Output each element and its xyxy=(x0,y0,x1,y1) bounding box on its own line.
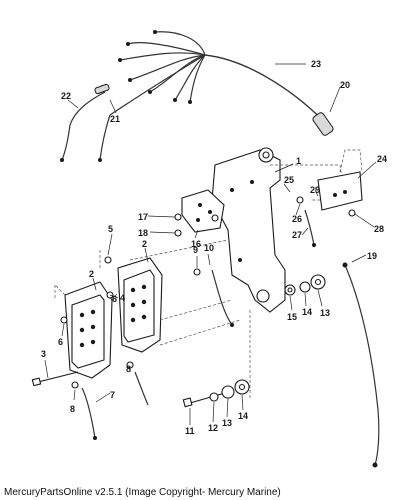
callout-9: 9 xyxy=(193,245,198,255)
callout-14-lower: 14 xyxy=(238,411,248,421)
callout-10: 10 xyxy=(204,243,214,253)
bolt-3 xyxy=(31,371,79,387)
wire-7 xyxy=(81,371,149,440)
mounting-guides xyxy=(54,239,251,400)
callout-8-left: 8 xyxy=(70,404,75,414)
harness-wires xyxy=(99,31,206,161)
power-pack-left xyxy=(54,277,131,379)
callout-13-lower: 13 xyxy=(222,418,232,428)
callout-3: 3 xyxy=(41,349,46,359)
callout-4: 4 xyxy=(120,293,125,303)
wire-27 xyxy=(304,209,316,247)
callout-14-upper: 14 xyxy=(302,307,312,317)
leader-lines xyxy=(44,63,377,425)
callout-13-upper: 13 xyxy=(320,308,330,318)
wire-22 xyxy=(60,83,110,162)
wire-10 xyxy=(211,269,234,327)
callout-15: 15 xyxy=(287,312,297,322)
callout-7: 7 xyxy=(110,390,115,400)
callout-28: 28 xyxy=(374,224,384,234)
wire-19 xyxy=(342,262,380,468)
callout-22: 22 xyxy=(61,91,71,101)
callout-6-upper: 6 xyxy=(112,294,117,304)
callout-5: 5 xyxy=(108,224,113,234)
callout-2-right: 2 xyxy=(142,239,147,249)
callout-23: 23 xyxy=(311,59,321,69)
module-24 xyxy=(317,149,363,211)
callouts: 1 2 2 3 4 5 6 6 7 8 8 9 10 11 12 13 13 1… xyxy=(41,59,387,436)
fasteners xyxy=(60,196,356,408)
callout-11: 11 xyxy=(185,426,195,436)
callout-21: 21 xyxy=(110,114,120,124)
callout-29: 29 xyxy=(310,185,320,195)
wiring-harness xyxy=(98,30,334,162)
callout-12: 12 xyxy=(208,423,218,433)
callout-19: 19 xyxy=(367,251,377,261)
callout-20: 20 xyxy=(340,80,350,90)
callout-27: 27 xyxy=(292,230,302,240)
callout-18: 18 xyxy=(138,228,148,238)
callout-24: 24 xyxy=(377,154,387,164)
callout-6-left: 6 xyxy=(58,337,63,347)
callout-8-right: 8 xyxy=(126,364,131,374)
switch-box-16 xyxy=(181,189,225,233)
callout-17: 17 xyxy=(138,212,148,222)
callout-16: 16 xyxy=(191,239,201,249)
harness-terminals xyxy=(98,30,192,162)
callout-26: 26 xyxy=(292,214,302,224)
callout-1: 1 xyxy=(296,156,301,166)
image-credit: MercuryPartsOnline v2.5.1 (Image Copyrig… xyxy=(4,487,281,498)
callout-2-left: 2 xyxy=(89,269,94,279)
mounting-bracket xyxy=(211,147,346,313)
power-pack-right xyxy=(117,257,163,353)
callout-25: 25 xyxy=(284,175,294,185)
harness-connector-20 xyxy=(312,112,334,136)
